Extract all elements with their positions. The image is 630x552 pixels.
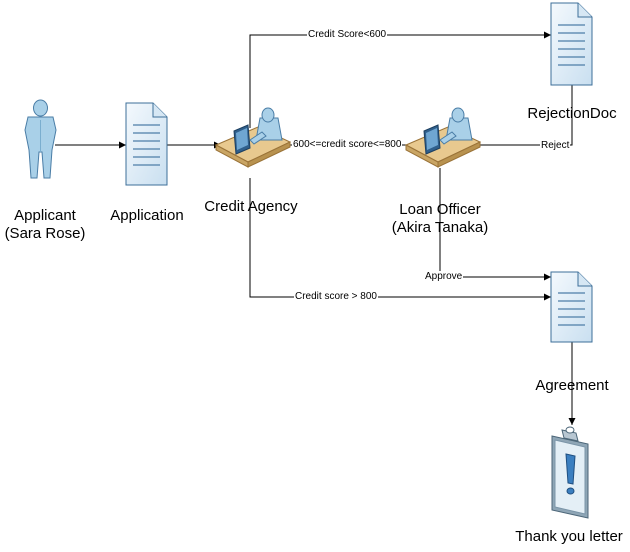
loan-officer-label: Loan Officer (Akira Tanaka) [380,201,500,237]
edge-high-score [249,178,551,301]
thank-you-letter-clipboard-icon [551,426,589,519]
loan-officer-subname: (Akira Tanaka) [391,219,489,236]
edge-label-high-score: Credit score > 800 [294,291,378,303]
rejection-doc-label: RejectionDoc [527,105,617,122]
applicant-name: Applicant [14,207,76,224]
applicant-subname: (Sara Rose) [4,225,86,242]
edge-label-mid-score: 600<=credit score<=800 [292,139,403,151]
application-label: Application [110,207,184,224]
application-document-icon [125,102,168,186]
applicant-person-icon [24,99,57,179]
edge-label-approve: Approve [424,271,464,283]
credit-agency-workstation-icon [214,107,292,168]
edge-label-reject: Reject [540,140,571,152]
loan-officer-name: Loan Officer [399,201,481,218]
edge-label-low-score: Credit Score<600 [307,29,388,41]
thank-you-letter-label: Thank you letter [515,528,623,545]
agreement-label: Agreement [535,377,609,394]
rejection-document-icon [550,2,593,86]
edge-reject [472,75,576,146]
loan-officer-workstation-icon [404,107,482,168]
edge-low-score [249,31,551,128]
agreement-document-icon [550,271,593,343]
applicant-label: Applicant (Sara Rose) [0,207,95,243]
credit-agency-label: Credit Agency [204,198,298,215]
